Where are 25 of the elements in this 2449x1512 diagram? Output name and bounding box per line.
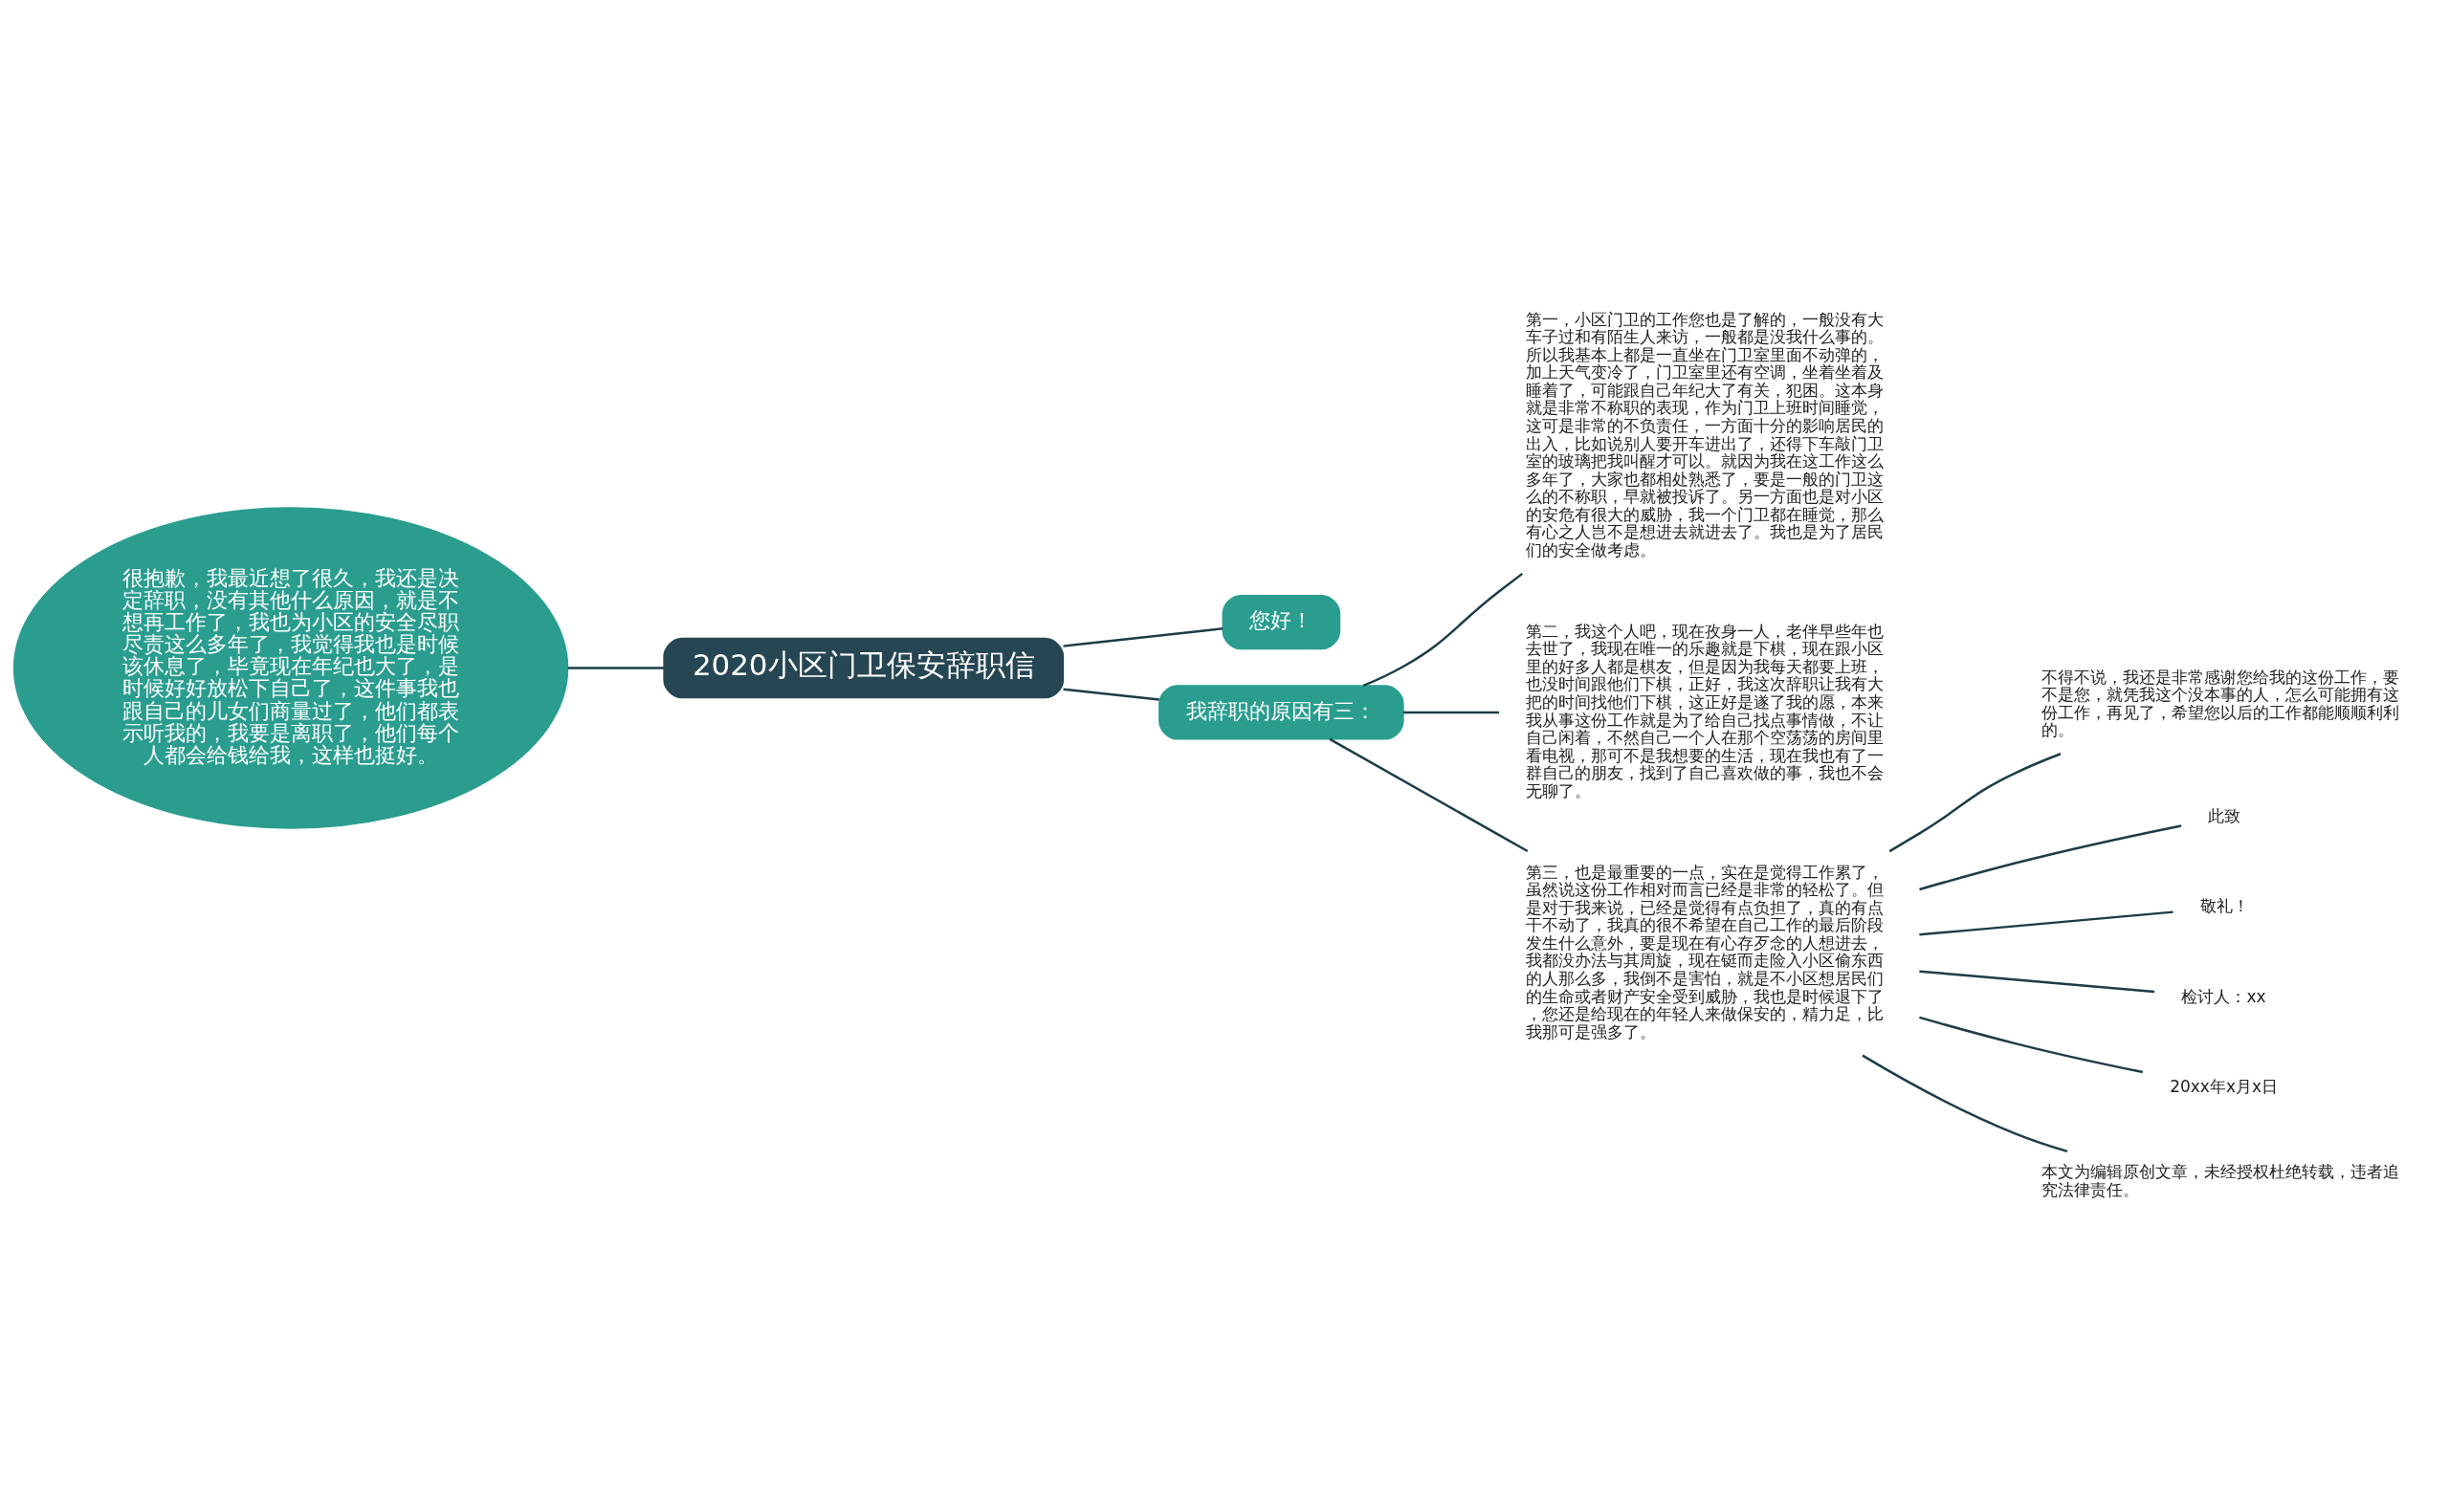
node-box: 您好！ (1222, 595, 1341, 650)
node-text: 第一，小区门卫的工作您也是了解的，一般没有大车子过和有陌生人来访，一般都是没我什么事的。所以我基本上都是一直坐在门卫室里面不动弹的，加上天气变冷了，门卫室里还有空调，坐着坐着及睡着了，可能跟自己年纪大了有关，犯困。这本身就是非常不称职的表现，作为门卫上班时间睡觉，这可是非常的不负责任，一方面十分的影响居民的出入，比如说别人要开车进出了，还得下车敲门卫室的玻璃把我叫醒才可以。就因为我在这工作这么多年了，大家也都相处熟悉了，要是一般的门卫这么的不称职，早就被投诉了。另一方面也是对小区的安危有很大的威胁，我一个门卫都在睡觉，那么有心之人岂不是想进去就进去了。我也是为了居民们的安全做考虑。 (1526, 309, 1885, 559)
connector (1063, 627, 1224, 647)
node-text: 此致 (2208, 805, 2241, 825)
connector (1888, 753, 2062, 853)
node-box: 2020小区门卫保安辞职信 (663, 637, 1065, 699)
connector (1403, 711, 1500, 714)
connector (1919, 910, 2173, 936)
node-text: 检讨人：xx (2181, 986, 2266, 1006)
connector (1919, 824, 2182, 891)
connector (1919, 970, 2155, 994)
connector (1063, 688, 1159, 701)
node-ellipse: 很抱歉，我最近想了很久，我还是决定辞职，没有其他什么原因，就是不想再工作了，我也为小区的安全尽职尽责这么多年了，我觉得我也是时候该休息了，毕竟现在年纪也大了，是时候好好放松下自己了，这件事我也跟自己的儿女们商量过了，他们都表示听我的，我要是离职了，他们每个人都会给钱给我，这样也挺好。 (12, 507, 569, 829)
connector (1862, 1054, 2068, 1153)
node-text: 第三，也是最重要的一点，实在是觉得工作累了，虽然说这份工作相对而言已经是非常的轻松了。但是对于我来说，已经是觉得有点负担了，真的有点干不动了，我真的很不希望在自己工作的最后阶段发生什么意外，要是现在有心存歹念的人想进去，我都没办法与其周旋，现在铤而走险入小区偷东西的人那么多，我倒不是害怕，就是不小区想居民们的生命或者财产安全受到威胁，我也是时候退下了，您还是给现在的年轻人来做保安的，精力足，比我那可是强多了。 (1526, 862, 1885, 1041)
connector (1362, 572, 1524, 688)
node-text: 敬礼！ (2199, 896, 2249, 916)
node-text: 本文为编辑原创文章，未经授权杜绝转载，违者追究法律责任。 (2041, 1162, 2400, 1199)
node-box: 我辞职的原因有三： (1158, 685, 1404, 740)
connector (1329, 737, 1529, 853)
node-text: 20xx年x月x日 (2170, 1076, 2279, 1096)
node-text: 不得不说，我还是非常感谢您给我的这份工作，要不是您，就凭我这个没本事的人，怎么可能拥有这份工作，再见了，希望您以后的工作都能顺顺利利的。 (2041, 667, 2400, 740)
connector (567, 667, 665, 669)
connector (1919, 1016, 2144, 1074)
node-text: 第二，我这个人吧，现在孜身一人，老伴早些年也去世了，我现在唯一的乐趣就是下棋，现在跟小区里的好多人都是棋友，但是因为我每天都要上班，也没时间跟他们下棋，正好，我这次辞职让我有大把的时间找他们下棋，这正好是遂了我的愿，本来我从事这份工作就是为了给自己找点事情做，不让自己闲着，不然自己一个人在那个空荡荡的房间里看电视，那可不是我想要的生活，现在我也有了一群自己的朋友，找到了自己喜欢做的事，我也不会无聊了。 (1526, 621, 1885, 800)
